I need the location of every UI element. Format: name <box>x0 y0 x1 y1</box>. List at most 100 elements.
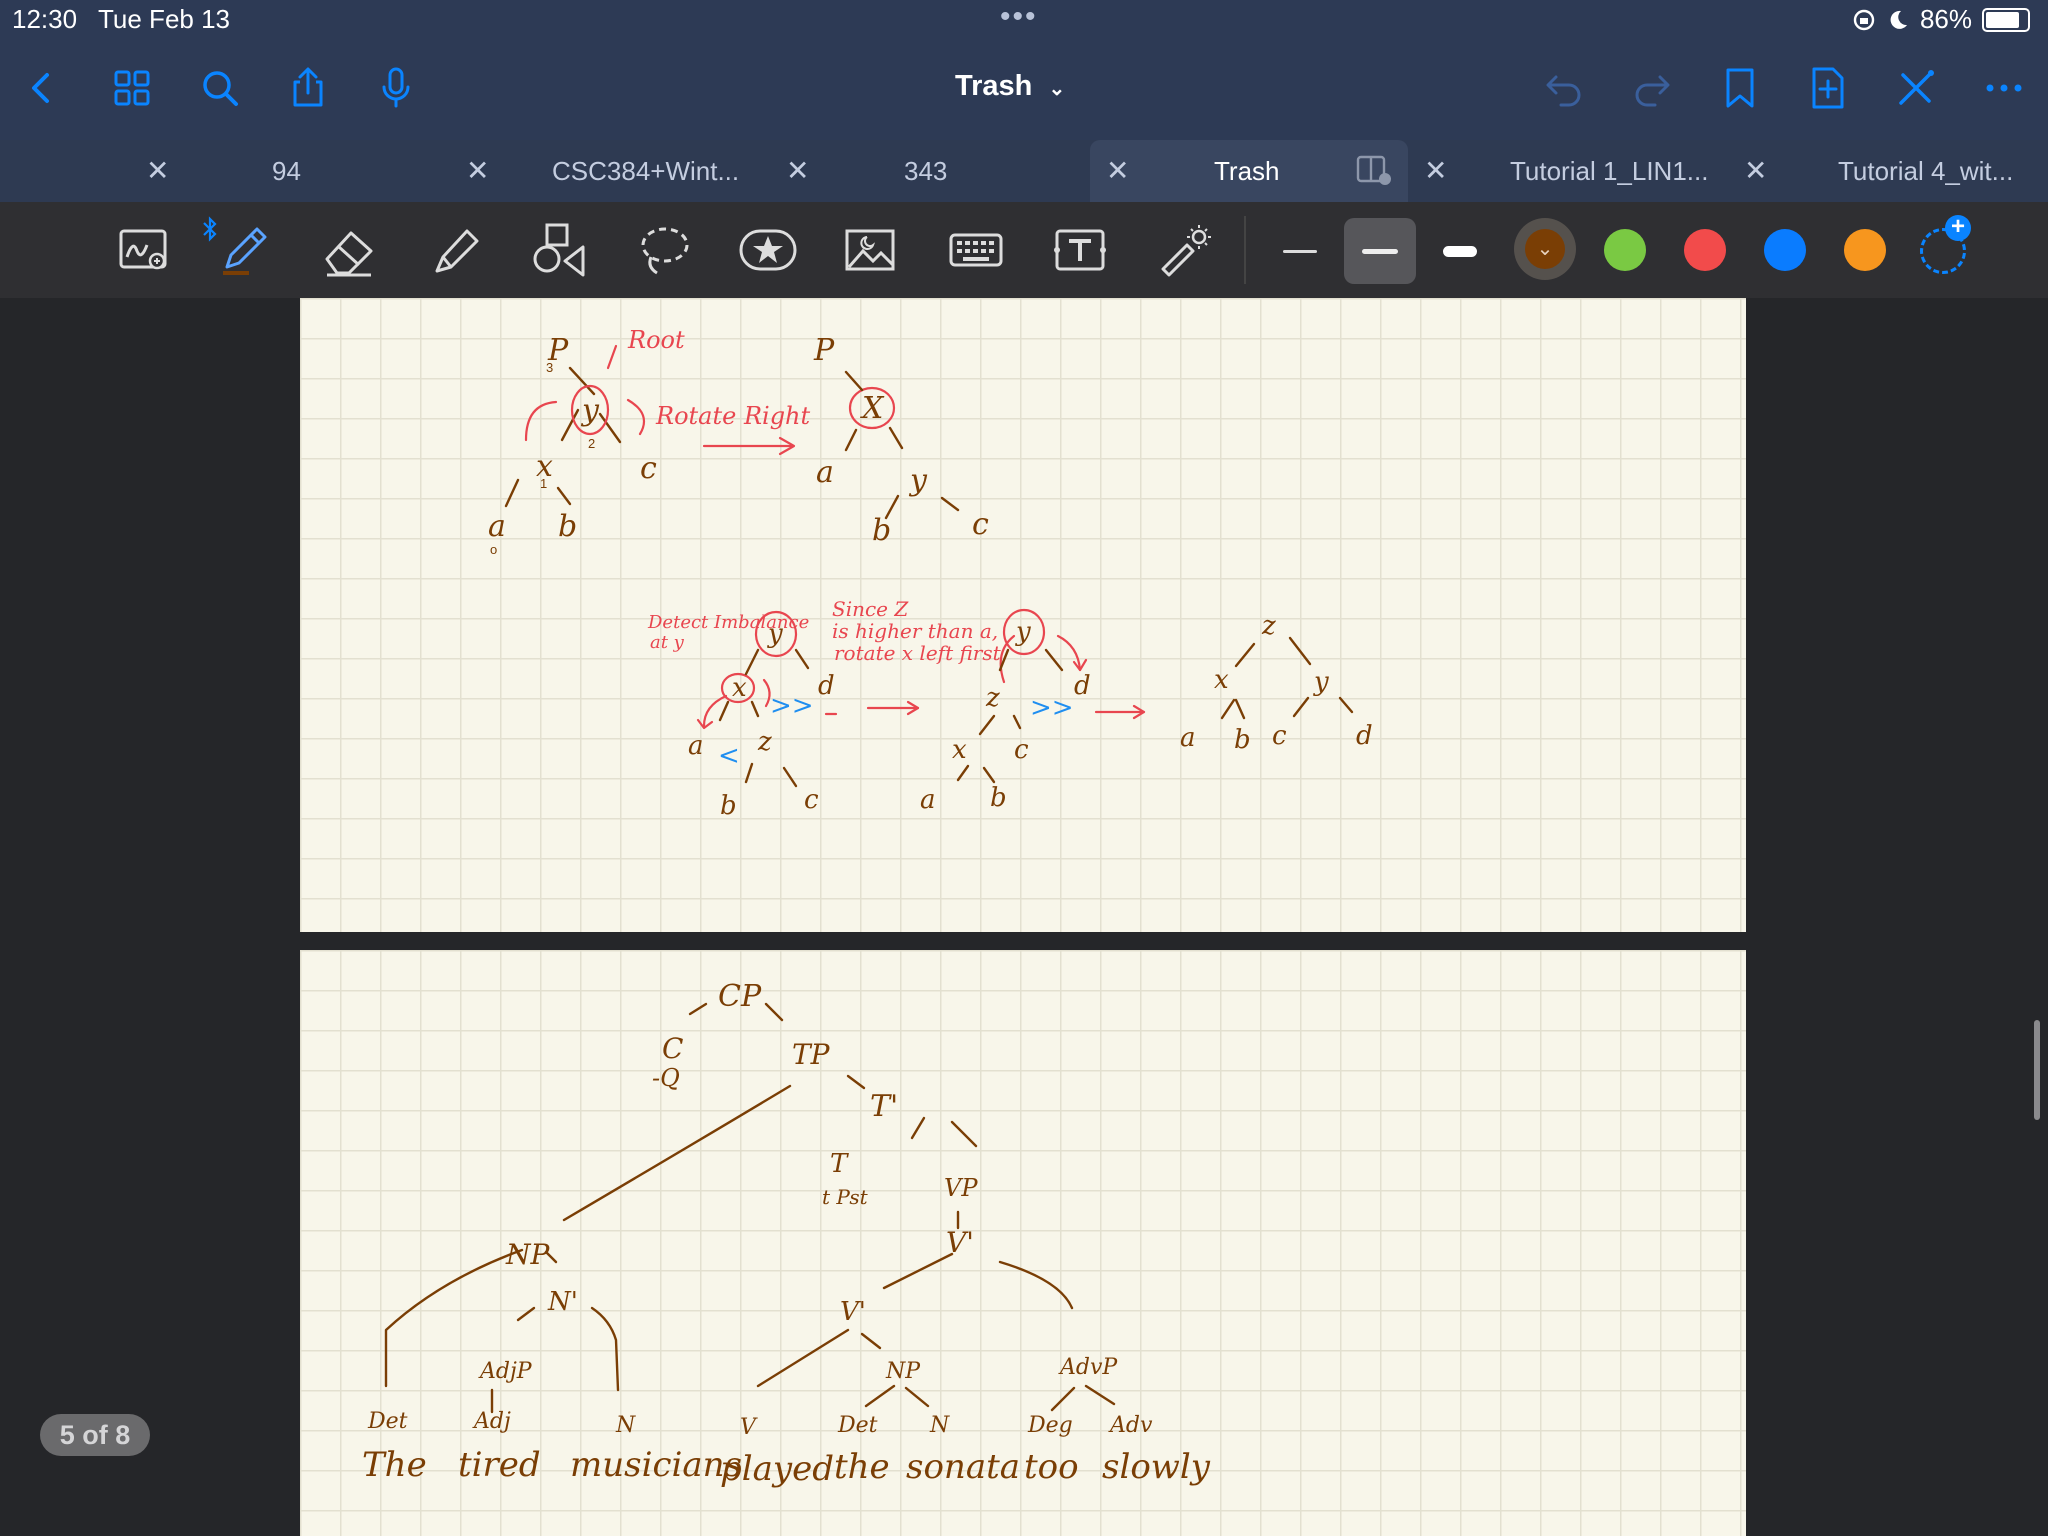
color-blue[interactable] <box>1764 229 1806 271</box>
pos-v: V <box>740 1415 758 1440</box>
close-tab-icon[interactable]: ✕ <box>1106 155 1130 186</box>
shapes-tool[interactable] <box>528 218 592 282</box>
pos-deg: Deg <box>1027 1413 1073 1438</box>
hide-toolbar-button[interactable] <box>1890 62 1942 114</box>
tab-label: Tutorial 1_LIN1... <box>1510 156 1709 186</box>
node-c: C <box>662 1032 683 1065</box>
search-button[interactable] <box>194 62 246 114</box>
back-icon <box>32 73 49 103</box>
scrollbar[interactable] <box>2034 1020 2040 1120</box>
stroke-thin[interactable] <box>1264 218 1336 284</box>
stroke-medium[interactable] <box>1344 218 1416 284</box>
pen-tool[interactable] <box>212 218 276 282</box>
handwriting-canvas-top: P y x a b c P X a y b c y x d a z b c y … <box>488 326 1373 821</box>
tree1-a: a <box>488 509 506 544</box>
tree5-y: y <box>1313 667 1329 697</box>
bookmark-button[interactable] <box>1714 62 1766 114</box>
back-button[interactable] <box>16 62 68 114</box>
tab-tutorial-4[interactable]: ✕ Tutorial 4_wit... <box>1730 140 2048 202</box>
add-page-button[interactable] <box>1802 62 1854 114</box>
stroke-thick[interactable] <box>1424 218 1496 284</box>
tab-bar: ✕ 94 ✕ CSC384+Wint... ✕ 343 ✕ Trash ✕ Tu… <box>0 140 2048 202</box>
redo-button[interactable] <box>1626 62 1678 114</box>
undo-button[interactable] <box>1538 62 1590 114</box>
drawing-toolbar: ⌄ + <box>0 202 2048 298</box>
grid-icon <box>114 70 150 106</box>
thumbnails-button[interactable] <box>106 62 158 114</box>
text-tool[interactable] <box>1048 218 1112 282</box>
eraser-tool[interactable] <box>318 218 382 282</box>
close-tab-icon[interactable]: ✕ <box>466 155 490 186</box>
color-red[interactable] <box>1684 229 1726 271</box>
tree3-x: x <box>732 673 747 703</box>
color-orange[interactable] <box>1844 229 1886 271</box>
more-button[interactable] <box>1978 62 2030 114</box>
tree3-b: b <box>720 791 737 821</box>
mic-icon <box>382 67 410 108</box>
share-icon <box>293 67 323 107</box>
label-since-1: Since Z <box>832 597 909 621</box>
node-vbar-2: V' <box>840 1297 866 1327</box>
note-page-top[interactable]: P y x a b c P X a y b c y x d a z b c y … <box>300 298 1746 932</box>
word-sonata: sonata <box>906 1447 1020 1487</box>
more-icon <box>1986 84 2022 92</box>
close-tab-icon[interactable]: ✕ <box>146 155 170 186</box>
tab-94[interactable]: ✕ 94 <box>130 140 450 202</box>
zoom-window-tool[interactable] <box>112 218 176 282</box>
pos-det-2: Det <box>837 1413 878 1438</box>
chevron-down-icon: ⌄ <box>1048 78 1066 100</box>
tree1-x: x <box>536 449 553 484</box>
word-too: too <box>1024 1447 1079 1487</box>
lasso-tool[interactable] <box>632 218 696 282</box>
word-played: played <box>720 1449 834 1489</box>
page-indicator[interactable]: 5 of 8 <box>40 1414 150 1456</box>
share-button[interactable] <box>282 62 334 114</box>
dictation-button[interactable] <box>370 62 422 114</box>
status-right: 86% <box>1852 4 2030 35</box>
elements-tool[interactable] <box>736 218 800 282</box>
close-tab-icon[interactable]: ✕ <box>786 155 810 186</box>
node-adjp: AdjP <box>478 1359 533 1384</box>
tab-343[interactable]: ✕ 343 <box>770 140 1090 202</box>
close-tab-icon[interactable]: ✕ <box>1744 155 1768 186</box>
split-view-icon[interactable] <box>1356 154 1392 186</box>
tree3-a: a <box>688 731 704 761</box>
keyboard-tool[interactable] <box>944 218 1008 282</box>
note-page-bottom[interactable]: CP C -Q TP T' T t Pst VP V' V' NP N' Adj… <box>300 950 1746 1536</box>
node-tp: TP <box>792 1038 831 1071</box>
balance-lt: < <box>718 741 740 771</box>
tree4-d: d <box>1074 671 1091 701</box>
tree2-y: y <box>908 463 928 498</box>
status-time: 12:30 <box>12 4 78 34</box>
label-root: Root <box>627 326 685 354</box>
tree5-d: d <box>1356 721 1373 751</box>
undo-icon <box>1546 75 1581 107</box>
battery-fill <box>1986 11 2019 28</box>
battery-percent: 86% <box>1919 4 1972 34</box>
node-nbar: N' <box>547 1287 578 1317</box>
shapes-icon <box>533 223 585 277</box>
battery-icon <box>1982 7 2030 32</box>
word-musicians: musicians <box>570 1445 742 1485</box>
node-q: -Q <box>652 1064 680 1092</box>
highlighter-icon <box>435 229 479 273</box>
laser-pointer-tool[interactable] <box>1152 218 1216 282</box>
tree4-b: b <box>990 783 1007 813</box>
pos-n: N <box>615 1413 636 1438</box>
add-color-button[interactable]: + <box>1920 215 1971 274</box>
highlighter-tool[interactable] <box>424 218 488 282</box>
label-detect-imbalance: Detect Imbalance <box>647 612 809 633</box>
selected-color-ring[interactable]: ⌄ <box>1514 218 1576 280</box>
keyboard-icon <box>949 233 1003 267</box>
tab-tutorial-1[interactable]: ✕ Tutorial 1_LIN1... <box>1410 140 1730 202</box>
text-box-icon <box>1054 229 1106 271</box>
tab-csc384[interactable]: ✕ CSC384+Wint... <box>450 140 770 202</box>
toolbar-divider <box>1244 216 1246 284</box>
tab-trash[interactable]: ✕ Trash <box>1090 140 1408 202</box>
document-title[interactable]: Trash ⌄ <box>955 70 1065 103</box>
tree2-b: b <box>872 513 891 548</box>
image-tool[interactable] <box>838 218 902 282</box>
close-tab-icon[interactable]: ✕ <box>1424 155 1448 186</box>
color-green[interactable] <box>1604 229 1646 271</box>
multitasking-dots[interactable]: ••• <box>1000 0 1038 33</box>
